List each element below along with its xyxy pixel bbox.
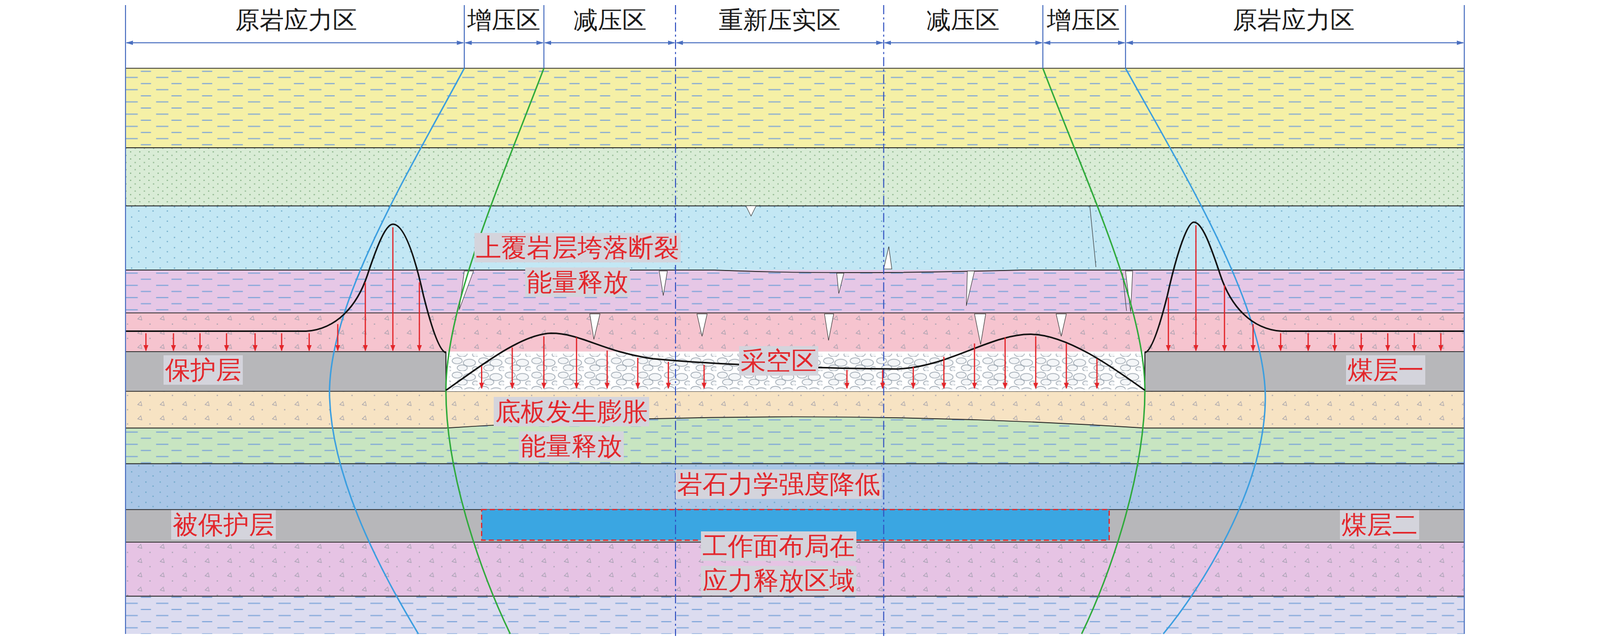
layer-boundaries: [125, 68, 1465, 597]
layer-name: 保护层: [163, 355, 243, 386]
annotation-box: 岩石力学强度降低: [675, 467, 882, 502]
fracture-cracks: [459, 206, 1133, 345]
annotation: 岩石力学强度降低: [675, 469, 882, 500]
zone-title: 重新压实区: [717, 5, 842, 35]
zone-title: 增压区: [1045, 5, 1122, 35]
zone-title-box: 原岩应力区: [1231, 5, 1356, 36]
zone-title-box: 减压区: [572, 5, 648, 36]
annotation: 工作面布局在 应力释放区域: [700, 531, 857, 596]
layer-name: 煤层二: [1339, 510, 1420, 540]
stress-arrows: [145, 225, 1441, 389]
layer-name: 煤层一: [1346, 355, 1426, 386]
annotation: 采空区: [739, 346, 819, 376]
annotation-box: 采空区: [739, 343, 819, 379]
zone-span-arrows: [126, 42, 1464, 44]
zone-title: 原岩应力区: [1231, 5, 1356, 35]
zone-boundaries: [329, 68, 1266, 635]
annotation-box: 底板发生膨胀 能量释放: [489, 394, 655, 464]
zone-title-box: 减压区: [925, 5, 1001, 36]
annotation-box: 工作面布局在 应力释放区域: [695, 529, 861, 599]
layer-name-box: 煤层一: [1346, 353, 1426, 388]
zone-title: 原岩应力区: [234, 5, 359, 35]
annotation: 上覆岩层垮落断裂 能量释放: [474, 233, 681, 298]
center-lines: [675, 5, 884, 637]
annotation-box: 上覆岩层垮落断裂 能量释放: [469, 230, 686, 300]
layer-name: 被保护层: [171, 510, 276, 540]
layer-name-box: 煤层二: [1339, 507, 1420, 543]
zone-title: 增压区: [466, 5, 542, 35]
zone-title-box: 增压区: [1045, 5, 1122, 36]
zone-title-box: 重新压实区: [717, 5, 842, 36]
zone-title: 减压区: [925, 5, 1001, 35]
rock-layers: [125, 68, 1465, 635]
stress-curves: [125, 222, 1465, 391]
annotation: 底板发生膨胀 能量释放: [493, 397, 650, 462]
layer-name-box: 被保护层: [171, 507, 276, 543]
zone-title: 减压区: [572, 5, 648, 35]
zone-title-box: 原岩应力区: [234, 5, 359, 36]
zone-title-box: 增压区: [466, 5, 542, 36]
layer-name-box: 保护层: [163, 353, 243, 388]
zone-dividers: [125, 5, 1465, 635]
